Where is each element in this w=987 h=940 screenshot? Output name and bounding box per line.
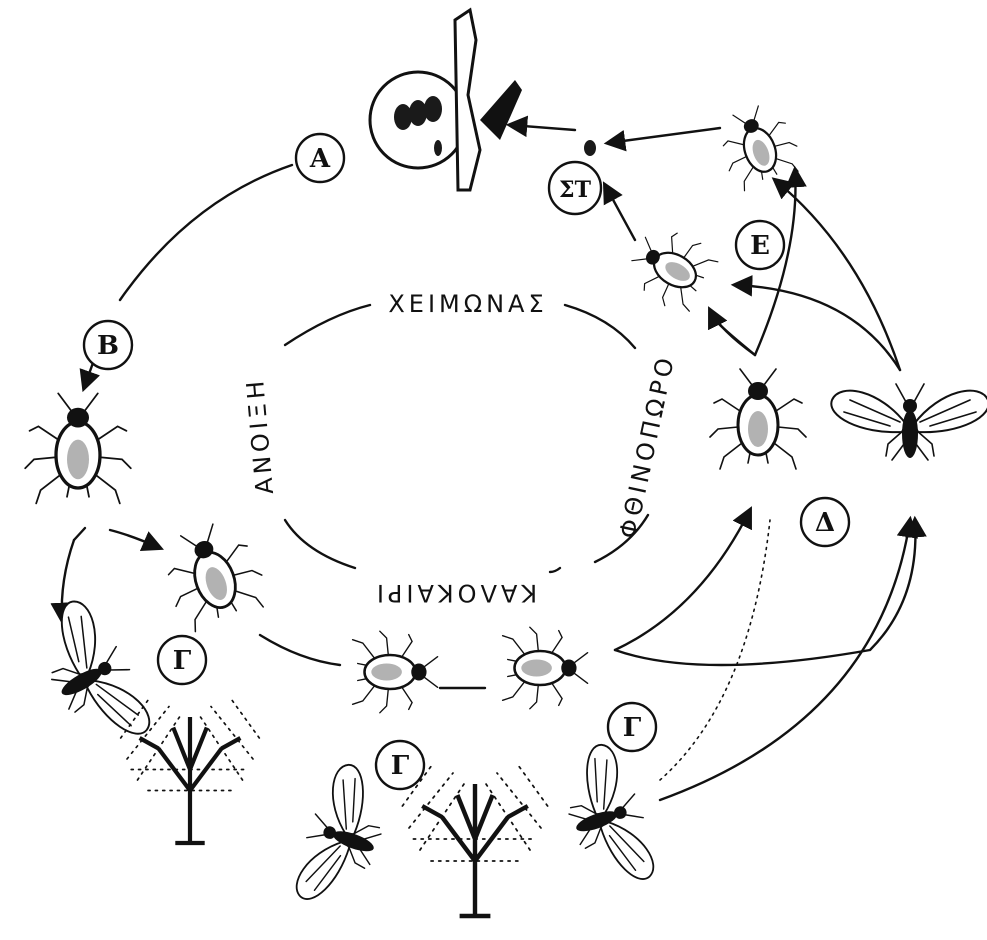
season-summer: ΚΑΛΟΚΑΙΡΙ <box>373 579 537 607</box>
label-g-middle: Γ <box>376 741 424 789</box>
winged-aphid-migrant <box>550 739 663 895</box>
aphid-autumn <box>710 369 806 469</box>
aphid-summer-1 <box>353 631 438 713</box>
svg-text:Ε: Ε <box>750 231 770 261</box>
label-g-left: Γ <box>158 636 206 684</box>
aphid-spring-1 <box>154 514 272 634</box>
winged-aphid-return <box>831 384 987 460</box>
season-autumn: ΦΘΙΝΟΠΩΡΟ <box>614 352 680 541</box>
winged-aphid-spring <box>23 593 160 759</box>
egg-icon <box>584 140 596 156</box>
label-d: Δ <box>801 498 849 546</box>
label-g-right: Γ <box>608 703 656 751</box>
outer-cycle <box>62 125 916 800</box>
svg-text:Γ: Γ <box>173 646 192 676</box>
svg-text:Γ: Γ <box>623 713 642 743</box>
aphid-stem-mother <box>25 393 131 503</box>
label-b: Β <box>84 321 132 369</box>
svg-text:ΣΤ: ΣΤ <box>559 177 592 203</box>
label-st: ΣΤ <box>549 162 601 214</box>
svg-text:Δ: Δ <box>815 508 835 538</box>
aphid-oviparous <box>712 98 805 193</box>
svg-text:Β: Β <box>97 331 119 361</box>
season-spring: ΑΝΟΙΞΗ <box>241 376 279 496</box>
host-tree-2 <box>402 766 547 916</box>
label-a: Α <box>296 134 344 182</box>
svg-text:Α: Α <box>309 144 331 174</box>
season-ring <box>285 305 648 572</box>
svg-text:Γ: Γ <box>391 751 410 781</box>
label-e: Ε <box>736 221 784 269</box>
aphid-male <box>621 218 722 318</box>
aphid-summer-2 <box>503 627 588 709</box>
season-winter: ΧΕΙΜΩΝΑΣ <box>388 290 547 318</box>
egg-circle <box>370 10 522 190</box>
